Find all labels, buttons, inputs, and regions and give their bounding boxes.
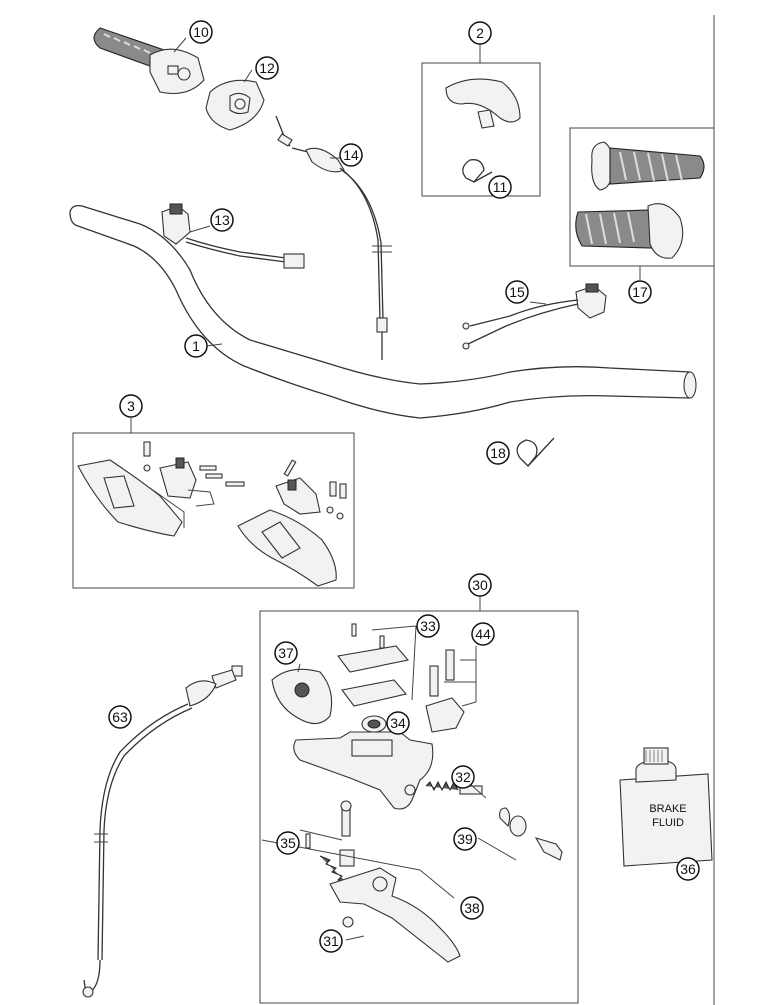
- callout-13-label: 13: [214, 212, 230, 228]
- callout-36: 36: [676, 857, 700, 881]
- callout-18: 18: [486, 441, 510, 465]
- callout-39: 39: [453, 827, 477, 851]
- callout-31-label: 31: [323, 933, 339, 949]
- callout-38-label: 38: [464, 900, 480, 916]
- handguard-mount-right-part: [275, 477, 321, 515]
- seal-pin-part: [499, 807, 563, 861]
- callout-39-label: 39: [457, 831, 473, 847]
- brake-fluid-line1: BRAKE: [649, 803, 686, 815]
- diaphragm-part: [361, 715, 387, 733]
- throttle-grip-part: [93, 27, 205, 95]
- number-plate-box: [421, 62, 541, 197]
- handguards-box: [72, 432, 355, 589]
- callout-32-label: 32: [455, 769, 471, 785]
- grip-part-upper: [591, 141, 705, 191]
- number-plate-part: [445, 78, 521, 129]
- callout-37: 37: [274, 641, 298, 665]
- callout-30-label: 30: [472, 577, 488, 593]
- callout-44-label: 44: [475, 626, 491, 642]
- handlebar-part: [69, 204, 697, 419]
- callout-38: 38: [460, 896, 484, 920]
- callout-35: 35: [276, 831, 300, 855]
- callout-35-label: 35: [280, 835, 296, 851]
- clamp-part: [425, 649, 465, 733]
- callout-63: 63: [108, 705, 132, 729]
- callout-3-label: 3: [127, 398, 135, 414]
- callout-36-label: 36: [680, 861, 696, 877]
- callout-13: 13: [210, 208, 234, 232]
- cable-tie-part-11: [462, 159, 493, 183]
- lever-spring-part: [305, 833, 355, 885]
- callout-34-label: 34: [390, 715, 406, 731]
- clutch-lever-part: [329, 867, 461, 963]
- callout-33: 33: [416, 614, 440, 638]
- callout-11-label: 11: [493, 179, 508, 195]
- callout-32: 32: [451, 765, 475, 789]
- callout-12: 12: [255, 56, 279, 80]
- callout-14-label: 14: [343, 147, 359, 163]
- callout-31: 31: [319, 929, 343, 953]
- callout-12-label: 12: [259, 60, 275, 76]
- callout-37-label: 37: [278, 645, 294, 661]
- brake-fluid-can-part: BRAKE FLUID: [619, 747, 713, 867]
- callout-1: 1: [184, 334, 208, 358]
- handguard-bolts-part: [143, 441, 347, 520]
- throttle-cable-part: [275, 115, 392, 360]
- callout-10-label: 10: [193, 24, 209, 40]
- callout-11: 11: [488, 175, 512, 199]
- callout-2: 2: [468, 21, 492, 45]
- callout-2-label: 2: [476, 25, 484, 41]
- callout-3: 3: [119, 394, 143, 418]
- callout-17: 17: [628, 280, 652, 304]
- cable-tie-part-18: [516, 437, 555, 467]
- grip-part-lower: [575, 203, 684, 259]
- callout-17-label: 17: [632, 284, 648, 300]
- piston-spring-part: [425, 780, 483, 795]
- callout-15-label: 15: [509, 284, 525, 300]
- handguard-left-part: [77, 459, 185, 537]
- reservoir-cap-part: [337, 623, 410, 707]
- callout-18-label: 18: [490, 445, 506, 461]
- lever-bolt-part: [340, 800, 352, 837]
- callout-14: 14: [339, 143, 363, 167]
- callout-10: 10: [189, 20, 213, 44]
- handguard-right-part: [237, 509, 337, 587]
- throttle-housing-cover-part: [205, 79, 265, 131]
- grips-box: [569, 127, 715, 267]
- callout-33-label: 33: [420, 618, 436, 634]
- callout-44: 44: [471, 622, 495, 646]
- left-switch-part: [161, 203, 305, 269]
- kill-switch-part: [462, 283, 607, 350]
- handguard-mount-left-part: [159, 457, 215, 507]
- master-cylinder-body-part: [293, 731, 434, 810]
- callout-34: 34: [386, 711, 410, 735]
- master-cylinder-box: [259, 610, 579, 1004]
- lever-boot-part: [271, 668, 333, 725]
- brake-fluid-line2: FLUID: [652, 817, 684, 829]
- clutch-hose-part: [82, 665, 243, 998]
- callout-30: 30: [468, 573, 492, 597]
- callout-1-label: 1: [192, 338, 200, 354]
- callout-15: 15: [505, 280, 529, 304]
- callout-63-label: 63: [112, 709, 128, 725]
